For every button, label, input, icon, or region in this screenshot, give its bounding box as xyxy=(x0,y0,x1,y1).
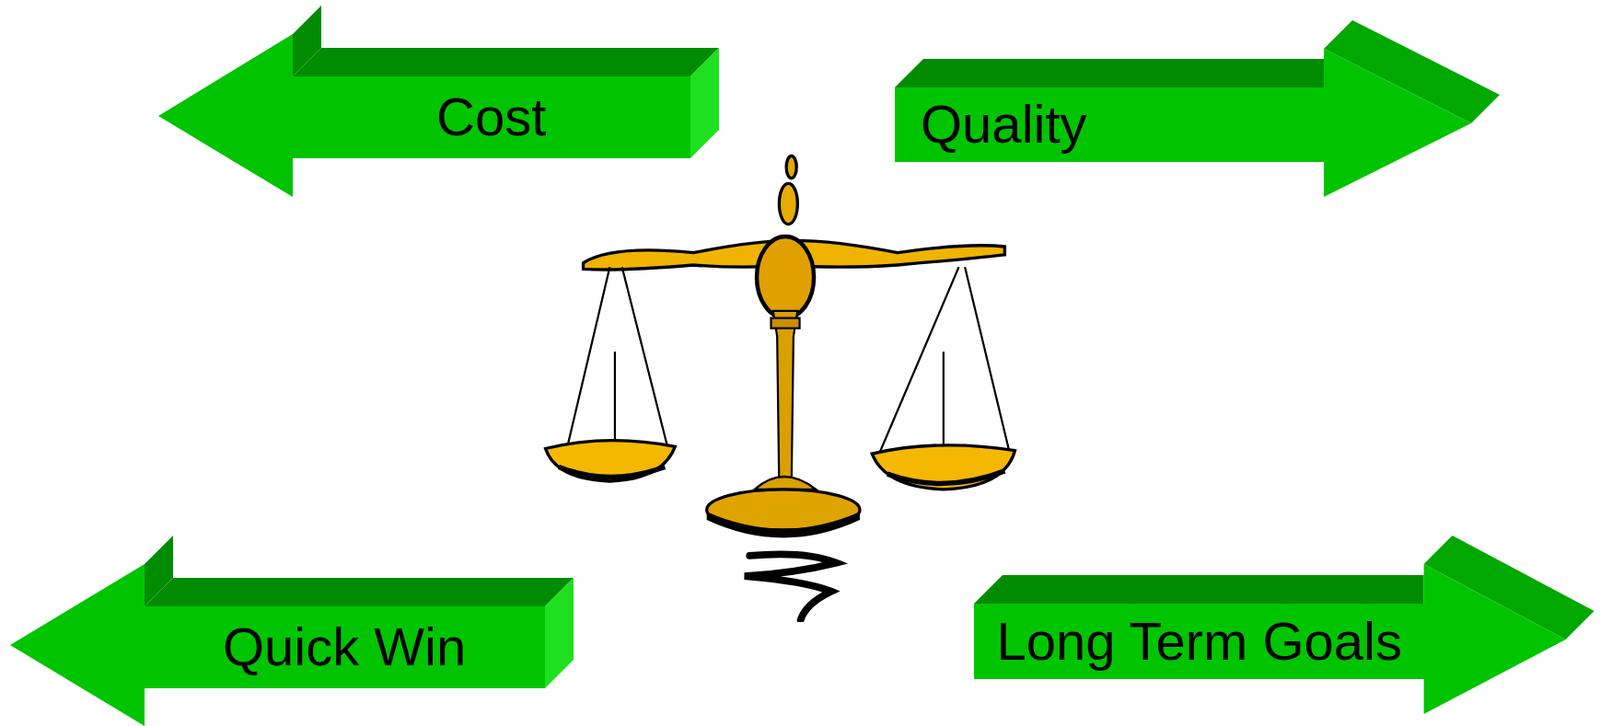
arrow-label: Cost xyxy=(436,86,546,149)
arrow-label: Long Term Goals xyxy=(996,611,1403,673)
arrow-shape: Quality xyxy=(894,20,1500,198)
arrow-label: Quick Win xyxy=(222,616,466,679)
balance-scale xyxy=(540,152,1021,623)
arrow-shape: Quick Win xyxy=(10,535,574,726)
arrow-shape: Cost xyxy=(158,5,719,198)
arrow-shape: Long Term Goals xyxy=(973,535,1595,715)
arrow-label: Quality xyxy=(920,93,1088,156)
